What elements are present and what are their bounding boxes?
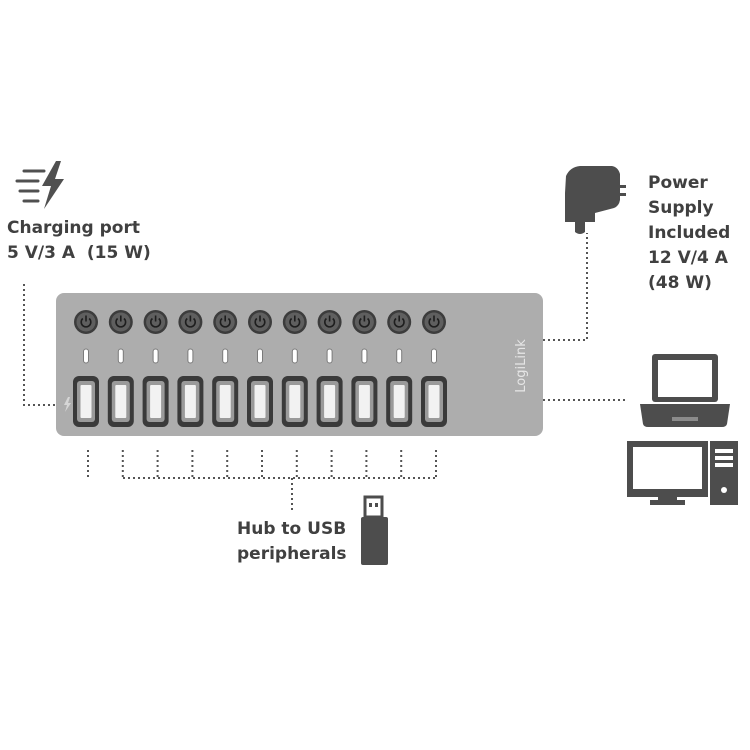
power-supply-line xyxy=(543,233,588,341)
status-led xyxy=(83,348,89,364)
usb-port-icon xyxy=(421,376,447,427)
usb-port-icon xyxy=(73,376,99,427)
usb-port-icon xyxy=(316,376,343,427)
status-led xyxy=(187,348,194,364)
charging-port-lightning-icon xyxy=(64,397,71,412)
status-led xyxy=(361,348,368,364)
charging-port-title: Charging port xyxy=(7,218,140,238)
status-led xyxy=(152,348,159,364)
power-button-icon xyxy=(282,310,307,334)
usb-port-icon xyxy=(247,376,273,427)
usb-port-row xyxy=(73,376,447,427)
power-supply-line-5: (48 W) xyxy=(648,273,712,293)
usb-port-icon xyxy=(386,376,413,427)
peripherals-line-2: peripherals xyxy=(237,544,347,564)
power-button-icon xyxy=(352,310,377,334)
power-button-icon xyxy=(248,310,272,334)
power-button-icon xyxy=(317,310,342,334)
power-adapter-icon xyxy=(565,166,626,234)
power-button-icon xyxy=(387,310,412,334)
power-button-icon xyxy=(74,310,98,334)
power-button-icon xyxy=(213,310,238,334)
led-row xyxy=(83,348,437,364)
power-button-icon xyxy=(178,310,203,334)
status-led xyxy=(431,348,437,364)
peripherals-label: Hub to USB peripherals xyxy=(237,517,347,567)
hub-brand-logo: LogiLink xyxy=(514,339,529,393)
port-drop-lines xyxy=(87,450,437,478)
power-supply-line-3: Included xyxy=(648,223,731,243)
charging-port-line xyxy=(23,284,58,406)
laptop-icon xyxy=(640,354,730,427)
usb-port-icon xyxy=(107,376,134,427)
usb-port-icon xyxy=(177,376,204,427)
usb-port-icon xyxy=(281,376,308,427)
power-button-icon xyxy=(108,310,133,334)
status-led xyxy=(396,348,403,364)
lightning-speed-icon xyxy=(15,161,64,209)
power-supply-line-2: Supply xyxy=(648,198,714,218)
status-led xyxy=(291,348,298,364)
power-supply-line-4: 12 V/4 A xyxy=(648,248,728,268)
power-button-row xyxy=(74,310,446,334)
usb-stick-icon xyxy=(361,495,388,565)
status-led xyxy=(117,348,124,364)
usb-port-icon xyxy=(212,376,239,427)
status-led xyxy=(222,348,229,364)
desktop-pc-icon xyxy=(627,441,738,505)
usb-port-icon xyxy=(142,376,169,427)
usb-hub: LogiLink xyxy=(56,293,543,436)
status-led xyxy=(326,348,333,364)
charging-port-spec: 5 V/3 A (15 W) xyxy=(7,243,151,263)
connection-lines xyxy=(23,233,625,512)
power-supply-line-1: Power xyxy=(648,173,708,193)
power-button-icon xyxy=(422,310,446,334)
power-button-icon xyxy=(143,310,168,334)
usb-port-icon xyxy=(351,376,378,427)
status-led xyxy=(257,348,263,364)
charging-port-label: Charging port 5 V/3 A (15 W) xyxy=(7,216,151,266)
power-supply-label: Power Supply Included 12 V/4 A (48 W) xyxy=(648,171,730,296)
peripherals-line-1: Hub to USB xyxy=(237,519,347,539)
